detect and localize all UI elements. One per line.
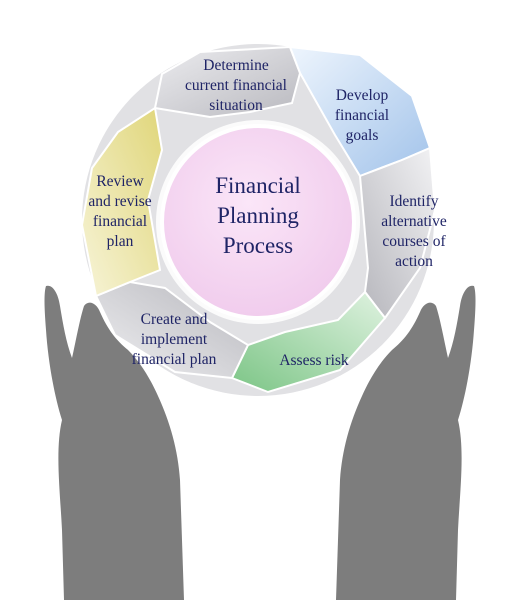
- step-label-review: Review and revise financial plan: [88, 173, 152, 250]
- center-title: Financial Planning Process: [215, 173, 301, 258]
- cycle-sectors: [80, 45, 437, 394]
- sector-review: [80, 106, 164, 298]
- step-label-identify: Identify alternative courses of action: [381, 193, 447, 270]
- step-label-develop: Develop financial goals: [334, 87, 390, 144]
- hands: [44, 285, 476, 600]
- step-label-create: Create and implement financial plan: [131, 311, 217, 368]
- step-label-assess: Assess risk: [279, 352, 349, 369]
- step-label-determine: Determine current financial situation: [185, 57, 287, 114]
- right-hand-icon: [336, 285, 476, 600]
- center-circle: [160, 124, 356, 320]
- left-hand-icon: [44, 285, 184, 600]
